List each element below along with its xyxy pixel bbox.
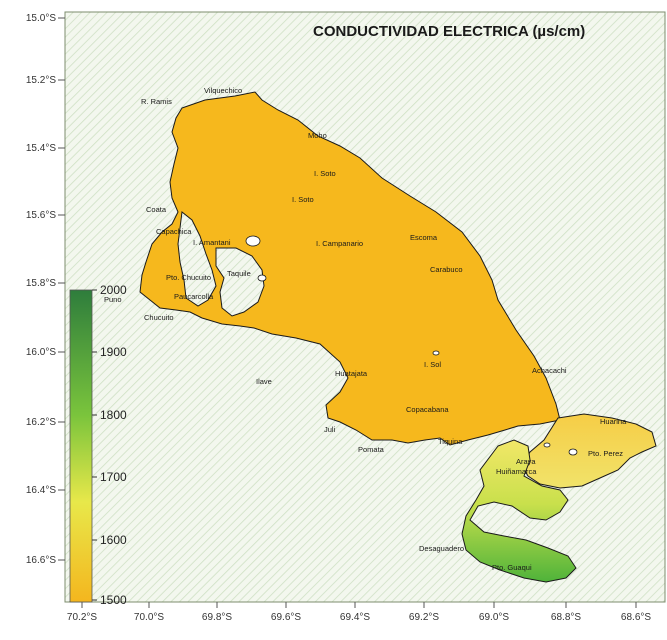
place-labels: Vilquechico R. Ramis Moho I. Soto I. Sot… (104, 86, 627, 572)
island-east-2 (543, 442, 551, 448)
place-label: Copacabana (406, 405, 449, 414)
place-label: Taquile (227, 269, 251, 278)
lon-tick-label: 70.0°S (134, 612, 164, 623)
lon-tick-label: 69.8°S (202, 612, 232, 623)
place-label: Araya (516, 457, 536, 466)
lon-tick-label: 68.6°S (621, 612, 651, 623)
place-label: Ilave (256, 377, 272, 386)
lon-tick-label: 69.4°S (340, 612, 370, 623)
lat-tick-label: 16.0°S (26, 347, 56, 358)
lat-tick-label: 15.2°S (26, 75, 56, 86)
colorbar-tick-label: 1500 (100, 593, 127, 607)
place-label: Tiquina (438, 437, 463, 446)
lon-tick-label: 70.2°S (67, 612, 97, 623)
place-label: R. Ramis (141, 97, 172, 106)
colorbar-tick-label: 2000 (100, 283, 127, 297)
place-label: Puno (104, 295, 122, 304)
lat-axis: 15.0°S 15.2°S 15.4°S 15.6°S 15.8°S 16.0°… (26, 13, 65, 566)
lat-tick-label: 15.8°S (26, 278, 56, 289)
map-title: CONDUCTIVIDAD ELECTRICA (µs/cm) (313, 23, 585, 40)
lon-tick-label: 69.0°S (479, 612, 509, 623)
place-label: Moho (308, 131, 327, 140)
island-sol (432, 350, 440, 356)
lake-main-body (139, 91, 561, 446)
place-label: Escoma (410, 233, 438, 242)
place-label: I. Sol (424, 360, 441, 369)
place-label: Pto. Chucuito (166, 273, 211, 282)
lat-tick-label: 16.6°S (26, 555, 56, 566)
lon-axis: 70.2°S 70.0°S 69.8°S 69.6°S 69.4°S 69.2°… (67, 602, 651, 623)
place-label: Desaguadero (419, 544, 464, 553)
place-label: I. Campanario (316, 239, 363, 248)
place-label: Achacachi (532, 366, 567, 375)
colorbar-tick-label: 1600 (100, 533, 127, 547)
place-label: Capachica (156, 227, 192, 236)
lon-tick-label: 68.8°S (551, 612, 581, 623)
place-label: Juli (324, 425, 336, 434)
colorbar-ticks: 2000 1900 1800 1700 1600 1500 (92, 283, 127, 607)
place-label: Pomata (358, 445, 385, 454)
place-label: I. Soto (292, 195, 314, 204)
lon-tick-label: 69.6°S (271, 612, 301, 623)
lat-tick-label: 16.2°S (26, 417, 56, 428)
colorbar-tick-label: 1800 (100, 408, 127, 422)
lat-tick-label: 15.6°S (26, 210, 56, 221)
lake-south-basin (461, 439, 577, 583)
place-label: Huiñamarca (496, 467, 537, 476)
peninsula-chucuito (215, 247, 265, 317)
island-taquile (257, 274, 267, 282)
place-label: Chucuito (144, 313, 174, 322)
lat-tick-label: 15.4°S (26, 143, 56, 154)
place-label: Coata (146, 205, 167, 214)
place-label: Vilquechico (204, 86, 242, 95)
peninsula-capachica (177, 211, 217, 307)
colorbar-tick-label: 1900 (100, 345, 127, 359)
lat-tick-label: 15.0°S (26, 13, 56, 24)
place-label: Pto. Perez (588, 449, 623, 458)
place-label: Huatajata (335, 369, 368, 378)
place-label: Pto. Guaqui (492, 563, 532, 572)
colorbar-tick-label: 1700 (100, 470, 127, 484)
place-label: I. Soto (314, 169, 336, 178)
colorbar (69, 289, 93, 603)
place-label: I. Amantani (193, 238, 231, 247)
place-label: Carabuco (430, 265, 463, 274)
island-amantani (245, 235, 261, 247)
lat-tick-label: 16.4°S (26, 485, 56, 496)
place-label: Huarina (600, 417, 627, 426)
lon-tick-label: 69.2°S (409, 612, 439, 623)
place-label: Paucarcolla (174, 292, 214, 301)
island-east-1 (568, 448, 578, 456)
